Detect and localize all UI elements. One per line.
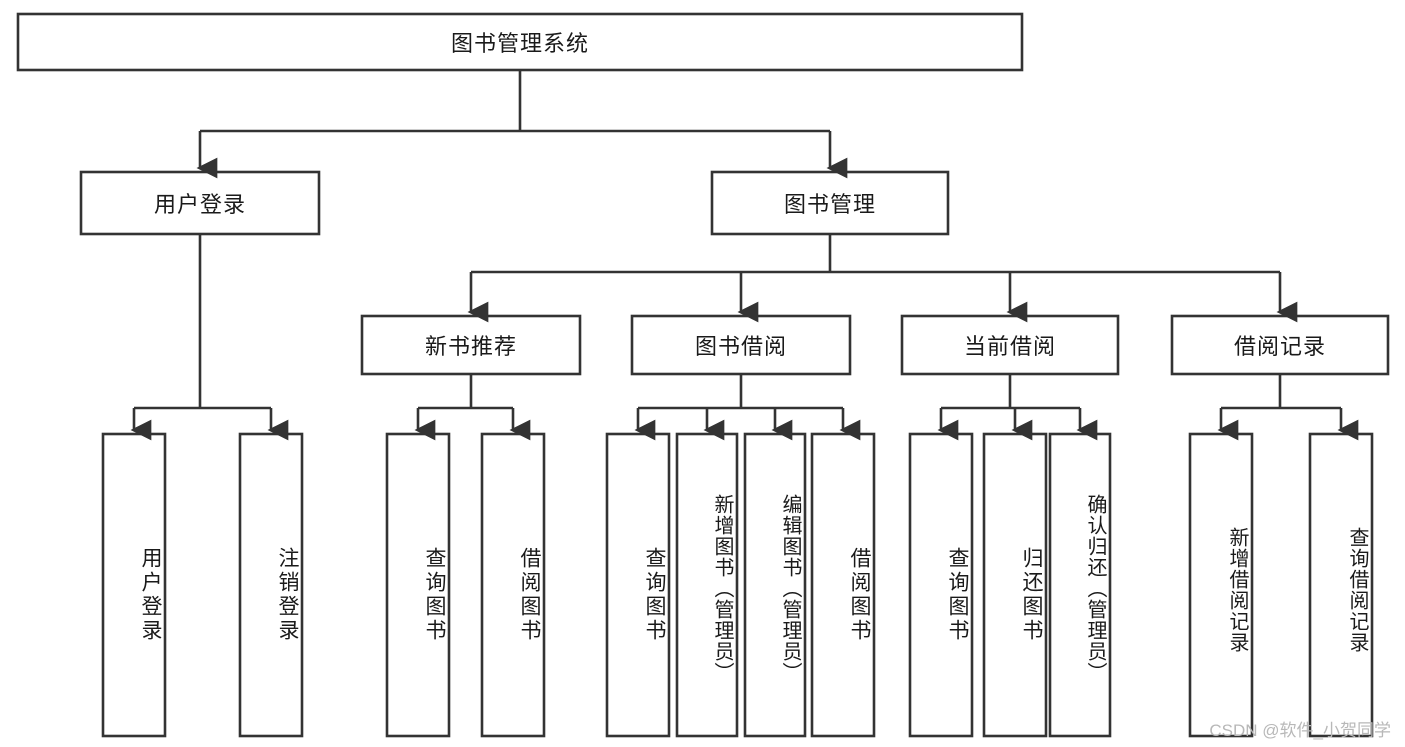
node-box-book-management[interactable] bbox=[710, 170, 950, 236]
leaf-box-4[interactable] bbox=[605, 432, 671, 738]
leaf-box-9[interactable] bbox=[982, 432, 1048, 738]
leaf-box-6[interactable] bbox=[743, 432, 807, 738]
node-box-current-borrow[interactable] bbox=[900, 314, 1120, 376]
connector-new-book-bus bbox=[418, 374, 513, 410]
connector-current-borrow-bus bbox=[941, 374, 1080, 410]
connector-book-management-bus bbox=[471, 234, 1280, 274]
connector-root-bus bbox=[200, 70, 830, 133]
node-box-user-login[interactable] bbox=[79, 170, 321, 236]
connector-borrow-record-bus bbox=[1221, 374, 1341, 410]
leaf-box-8[interactable] bbox=[908, 432, 974, 738]
leaf-box-10[interactable] bbox=[1048, 432, 1112, 738]
leaf-box-11[interactable] bbox=[1188, 432, 1254, 738]
leaf-box-0[interactable] bbox=[101, 432, 167, 738]
connector-book-borrow-bus bbox=[638, 374, 843, 410]
leaf-box-2[interactable] bbox=[385, 432, 451, 738]
node-box-root[interactable] bbox=[16, 12, 1024, 72]
leaf-box-7[interactable] bbox=[810, 432, 876, 738]
leaf-box-1[interactable] bbox=[238, 432, 304, 738]
connector-user-login-bus bbox=[134, 234, 271, 410]
leaf-box-5[interactable] bbox=[675, 432, 739, 738]
leaf-box-12[interactable] bbox=[1308, 432, 1374, 738]
node-box-borrow-record[interactable] bbox=[1170, 314, 1390, 376]
node-box-new-book-recommend[interactable] bbox=[360, 314, 582, 376]
node-box-book-borrow[interactable] bbox=[630, 314, 852, 376]
leaf-box-3[interactable] bbox=[480, 432, 546, 738]
